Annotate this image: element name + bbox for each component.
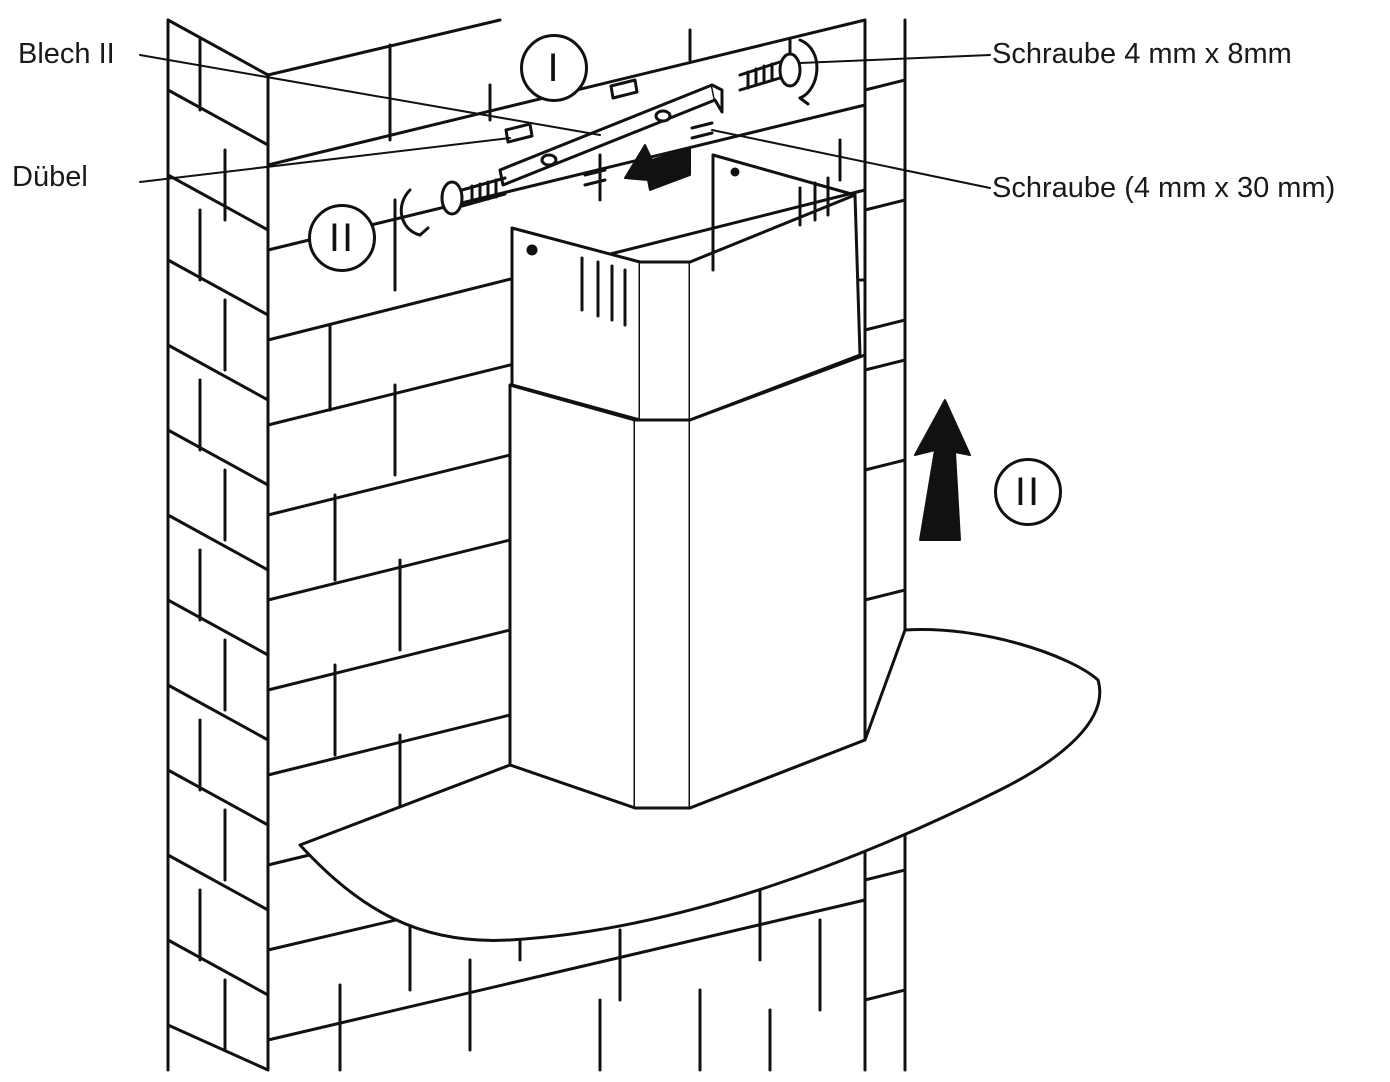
lower-chimney	[508, 353, 867, 810]
hood-canopy	[298, 627, 1102, 942]
leader-lines	[139, 54, 991, 189]
step-two-callout-side: II	[994, 458, 1062, 526]
label-screw-large: Schraube (4 mm x 30 mm)	[992, 172, 1336, 204]
push-arrow	[624, 144, 971, 541]
label-screw-small: Schraube 4 mm x 8mm	[992, 38, 1292, 70]
upper-chimney	[510, 153, 862, 422]
wall-plugs	[504, 78, 639, 144]
screws	[399, 38, 819, 237]
step-two-callout-top: II	[308, 204, 376, 272]
right-wall-bricks	[863, 18, 907, 1072]
left-pillar	[166, 18, 270, 1072]
label-duebel: Dübel	[12, 161, 88, 193]
label-blech: Blech II	[18, 38, 115, 70]
step-one-callout: I	[520, 34, 588, 102]
